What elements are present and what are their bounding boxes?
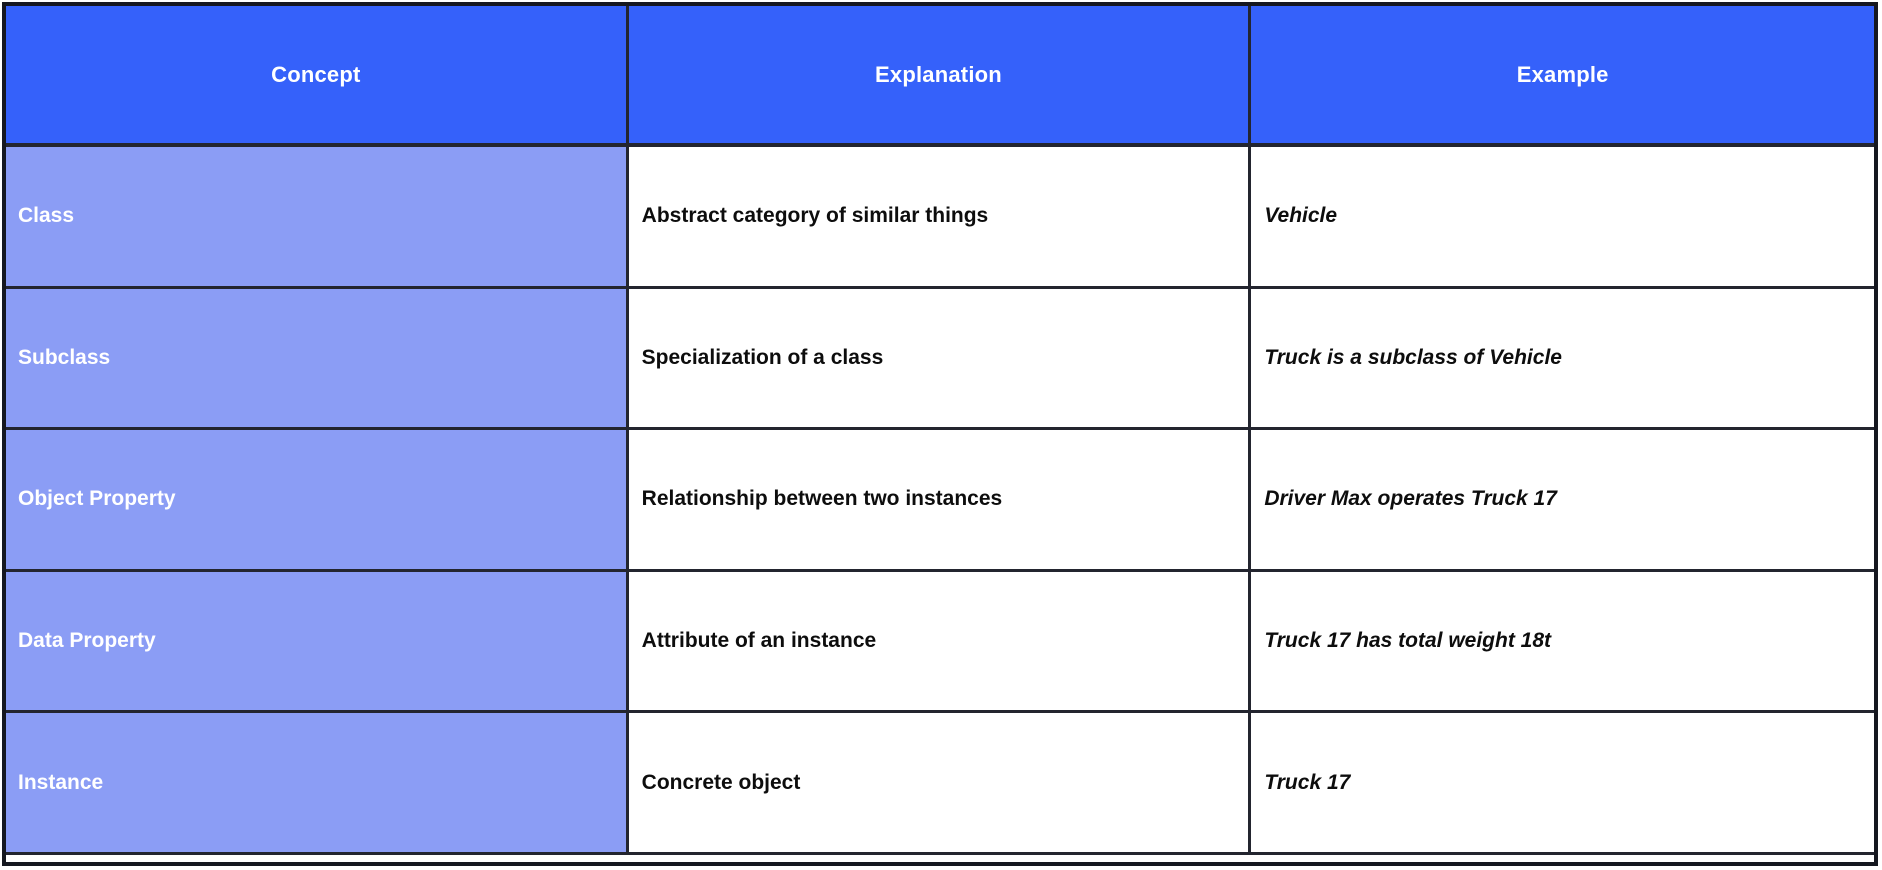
column-header-concept: Concept [6, 6, 629, 143]
example-cell: Vehicle [1251, 147, 1874, 286]
explanation-cell: Specialization of a class [628, 288, 1252, 428]
explanation-cell: Abstract category of similar things [628, 147, 1252, 286]
explanation-cell: Attribute of an instance [628, 571, 1252, 711]
concept-cell: Object Property [6, 430, 629, 569]
table-row-instance: Instance Concrete object Truck 17 [6, 713, 1874, 855]
column-header-explanation-label: Explanation [875, 61, 1002, 87]
concept-cell: Instance [6, 713, 629, 852]
table-row-subclass: Subclass Specialization of a class Truck… [6, 288, 1874, 431]
table-header-row: Concept Explanation Example [6, 6, 1874, 147]
example-cell: Truck 17 has total weight 18t [1251, 571, 1874, 711]
concept-cell: Data Property [6, 571, 629, 711]
example-cell: Truck is a subclass of Vehicle [1251, 288, 1874, 428]
column-header-example: Example [1251, 6, 1874, 143]
table-row-data-property: Data Property Attribute of an instance T… [6, 571, 1874, 714]
concept-cell: Class [6, 147, 629, 286]
example-cell: Truck 17 [1251, 713, 1874, 852]
explanation-cell: Concrete object [628, 713, 1252, 852]
example-cell: Driver Max operates Truck 17 [1251, 430, 1874, 569]
table-row-object-property: Object Property Relationship between two… [6, 430, 1874, 572]
column-header-explanation: Explanation [628, 6, 1252, 143]
concept-cell: Subclass [6, 288, 629, 428]
column-header-example-label: Example [1516, 61, 1609, 87]
explanation-cell: Relationship between two instances [628, 430, 1252, 569]
table-row-class: Class Abstract category of similar thing… [6, 147, 1874, 289]
column-header-concept-label: Concept [271, 61, 361, 87]
